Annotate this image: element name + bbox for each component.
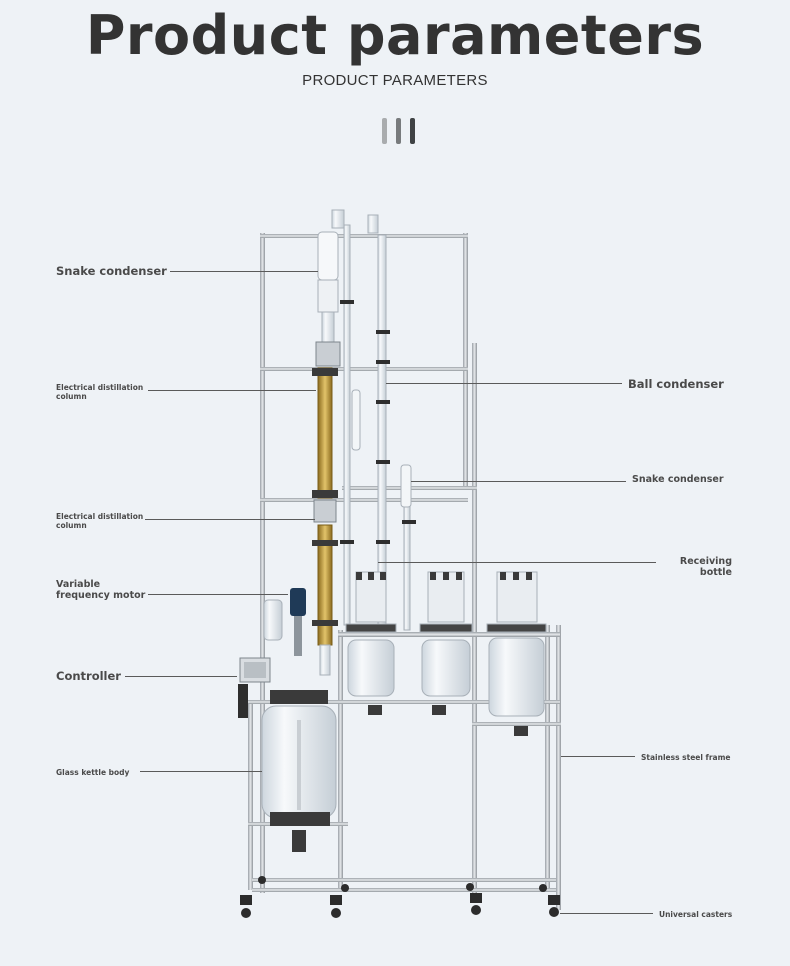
leader-variable-frequency-motor: [148, 594, 288, 595]
leader-universal-casters: [560, 913, 653, 914]
casters: [240, 876, 560, 918]
page-subtitle: PRODUCT PARAMETERS: [302, 72, 488, 89]
leader-controller: [125, 676, 237, 677]
label-receiving-bottle: Receiving bottle: [679, 556, 732, 578]
label-glass-kettle-body: Glass kettle body: [56, 768, 130, 777]
label-snake-condenser-left: Snake condenser: [56, 264, 167, 278]
leader-receiving-bottle: [378, 562, 656, 563]
controller-box: [238, 657, 271, 718]
label-universal-casters: Universal casters: [659, 910, 733, 919]
leader-electrical-distillation-column-top: [148, 390, 316, 391]
motor-assembly: [263, 588, 306, 656]
leader-snake-condenser-left: [170, 271, 318, 272]
label-electrical-distillation-column-top: Electrical distillation column: [56, 383, 144, 401]
leader-ball-condenser: [386, 383, 622, 384]
glass-tubes: [343, 214, 412, 631]
label-snake-condenser-right: Snake condenser: [632, 474, 724, 485]
divider-bars-icon: [380, 118, 420, 144]
leader-snake-condenser-right: [411, 481, 626, 482]
label-electrical-distillation-column-mid: Electrical distillation column: [56, 512, 144, 530]
leader-glass-kettle-body: [140, 771, 262, 772]
leader-stainless-steel-frame: [561, 756, 635, 757]
label-variable-frequency-motor: Variable frequency motor: [56, 579, 146, 601]
snake-condenser-main: [315, 209, 345, 367]
leader-electrical-distillation-column-mid: [145, 519, 315, 520]
bottle-valves: [292, 572, 532, 852]
label-stainless-steel-frame: Stainless steel frame: [641, 753, 731, 762]
distillation-column: [312, 367, 338, 676]
label-controller: Controller: [56, 669, 121, 683]
glass-kettle: [261, 690, 337, 826]
page-title: Product parameters: [85, 4, 705, 67]
label-ball-condenser: Ball condenser: [628, 377, 724, 391]
clamps: [340, 300, 416, 544]
receiving-bottles: [345, 571, 547, 717]
